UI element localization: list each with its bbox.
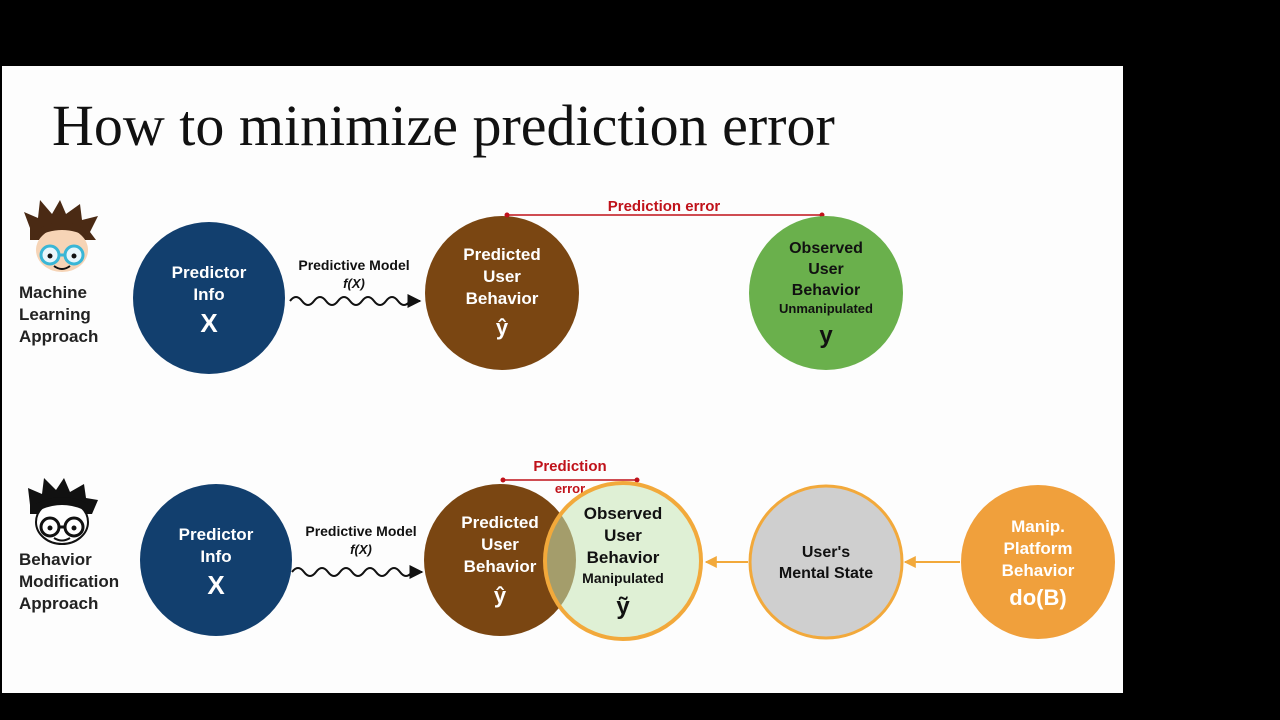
- svg-text:User: User: [808, 261, 844, 278]
- svg-text:Predictive Model: Predictive Model: [305, 523, 416, 539]
- svg-text:Prediction: Prediction: [533, 458, 606, 475]
- svg-text:X: X: [207, 570, 225, 600]
- ml-approach-label: Machine Learning Approach: [19, 283, 98, 346]
- svg-text:Info: Info: [200, 547, 231, 566]
- svg-text:Learning: Learning: [19, 305, 91, 324]
- page-title: How to minimize prediction error: [52, 93, 835, 158]
- svg-text:Behavior: Behavior: [1002, 561, 1075, 580]
- svg-text:Unmanipulated: Unmanipulated: [779, 301, 873, 316]
- bm-predicted-labels: Predicted User Behavior ŷ: [461, 513, 538, 608]
- svg-text:y: y: [819, 322, 833, 349]
- bm-observed-node: [543, 481, 703, 641]
- svg-text:Behavior: Behavior: [466, 289, 539, 308]
- svg-text:Manipulated: Manipulated: [582, 570, 664, 586]
- svg-text:User's: User's: [802, 544, 850, 561]
- svg-text:ŷ: ŷ: [496, 315, 509, 340]
- bm-model-arrow: Predictive Model f(X): [291, 523, 424, 579]
- bm-observed-labels: Observed User Behavior Manipulated ỹ: [582, 504, 664, 620]
- svg-text:Observed: Observed: [789, 240, 863, 257]
- ml-predicted-node: Predicted User Behavior ŷ: [425, 216, 579, 370]
- svg-text:f(X): f(X): [343, 276, 365, 291]
- svg-text:Mental State: Mental State: [779, 565, 873, 582]
- svg-text:X: X: [200, 308, 218, 338]
- svg-text:Predicted: Predicted: [463, 245, 540, 264]
- svg-text:Predictor: Predictor: [179, 525, 254, 544]
- svg-text:Predicted: Predicted: [461, 513, 538, 532]
- svg-text:User: User: [483, 267, 521, 286]
- svg-text:User: User: [604, 526, 642, 545]
- svg-text:error: error: [555, 481, 585, 496]
- svg-text:Behavior: Behavior: [464, 557, 537, 576]
- svg-text:User: User: [481, 535, 519, 554]
- svg-text:Machine: Machine: [19, 283, 87, 302]
- svg-text:Info: Info: [193, 285, 224, 304]
- svg-text:Modification: Modification: [19, 572, 119, 591]
- svg-text:Platform: Platform: [1004, 539, 1073, 558]
- svg-text:Behavior: Behavior: [587, 548, 660, 567]
- bm-approach-label: Behavior Modification Approach: [19, 550, 119, 613]
- svg-text:Prediction error: Prediction error: [608, 198, 721, 215]
- svg-text:Behavior: Behavior: [19, 550, 92, 569]
- svg-text:ỹ: ỹ: [616, 593, 630, 620]
- bm-nerd-icon: [28, 478, 98, 545]
- bm-predictor-node: Predictor Info X: [140, 484, 292, 636]
- ml-observed-node: Observed User Behavior Unmanipulated y: [749, 216, 903, 370]
- svg-text:Predictive Model: Predictive Model: [298, 257, 409, 273]
- svg-text:ŷ: ŷ: [494, 583, 507, 608]
- svg-text:f(X): f(X): [350, 542, 372, 557]
- svg-text:Approach: Approach: [19, 327, 98, 346]
- ml-prediction-error: Prediction error: [504, 198, 825, 218]
- ml-predictor-node: Predictor Info X: [133, 222, 285, 374]
- ml-nerd-icon: [24, 200, 98, 272]
- svg-text:do(B): do(B): [1009, 585, 1066, 610]
- bm-mental-state-node: User's Mental State: [748, 484, 904, 640]
- bm-prediction-error: Prediction error: [500, 458, 640, 496]
- ml-model-arrow: Predictive Model f(X): [289, 257, 422, 308]
- svg-text:Predictor: Predictor: [172, 263, 247, 282]
- bm-predicted-node: [424, 484, 576, 636]
- svg-text:Approach: Approach: [19, 594, 98, 613]
- svg-text:Manip.: Manip.: [1011, 517, 1065, 536]
- bm-platform-node: Manip. Platform Behavior do(B): [961, 485, 1115, 639]
- svg-text:Observed: Observed: [584, 504, 662, 523]
- svg-text:Behavior: Behavior: [792, 282, 860, 299]
